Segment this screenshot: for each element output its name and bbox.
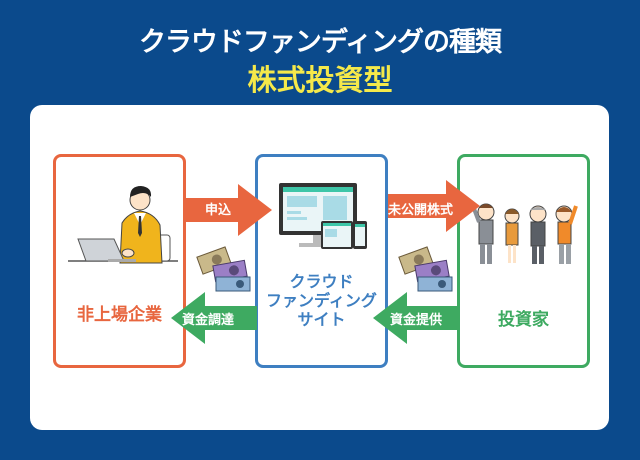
diagram-subtitle: 株式投資型	[247, 63, 393, 97]
funding-label: 資金調達	[182, 313, 235, 328]
investor-figure-2	[504, 208, 520, 263]
investor-figure-3	[529, 205, 547, 264]
investor-figure-1	[471, 203, 495, 264]
businessman-laptop-icon	[68, 186, 178, 264]
platform-label-line-2: ファンディング	[266, 291, 377, 310]
apply-label: 申込	[205, 203, 232, 218]
shares-arrow	[388, 180, 480, 232]
provide-label: 資金提供	[390, 313, 443, 328]
banknotes-icon	[398, 246, 453, 292]
provide-arrow	[373, 292, 459, 344]
devices-icon	[279, 183, 367, 249]
investors-label: 投資家	[498, 310, 549, 330]
platform-label-line-1: クラウド	[289, 272, 354, 291]
platform-label-line-3: サイト	[297, 310, 346, 329]
apply-arrow	[186, 184, 272, 236]
platform-label: クラウド ファンディング サイト	[255, 272, 388, 329]
shares-label: 未公開株式	[388, 203, 454, 218]
diagram-title: クラウドファンディングの種類	[138, 27, 502, 58]
funding-arrow	[171, 292, 257, 344]
investor-group-icon	[471, 203, 578, 264]
banknotes-icon	[196, 246, 251, 292]
investor-figure-4	[555, 205, 578, 264]
company-label: 非上場企業	[77, 305, 162, 325]
